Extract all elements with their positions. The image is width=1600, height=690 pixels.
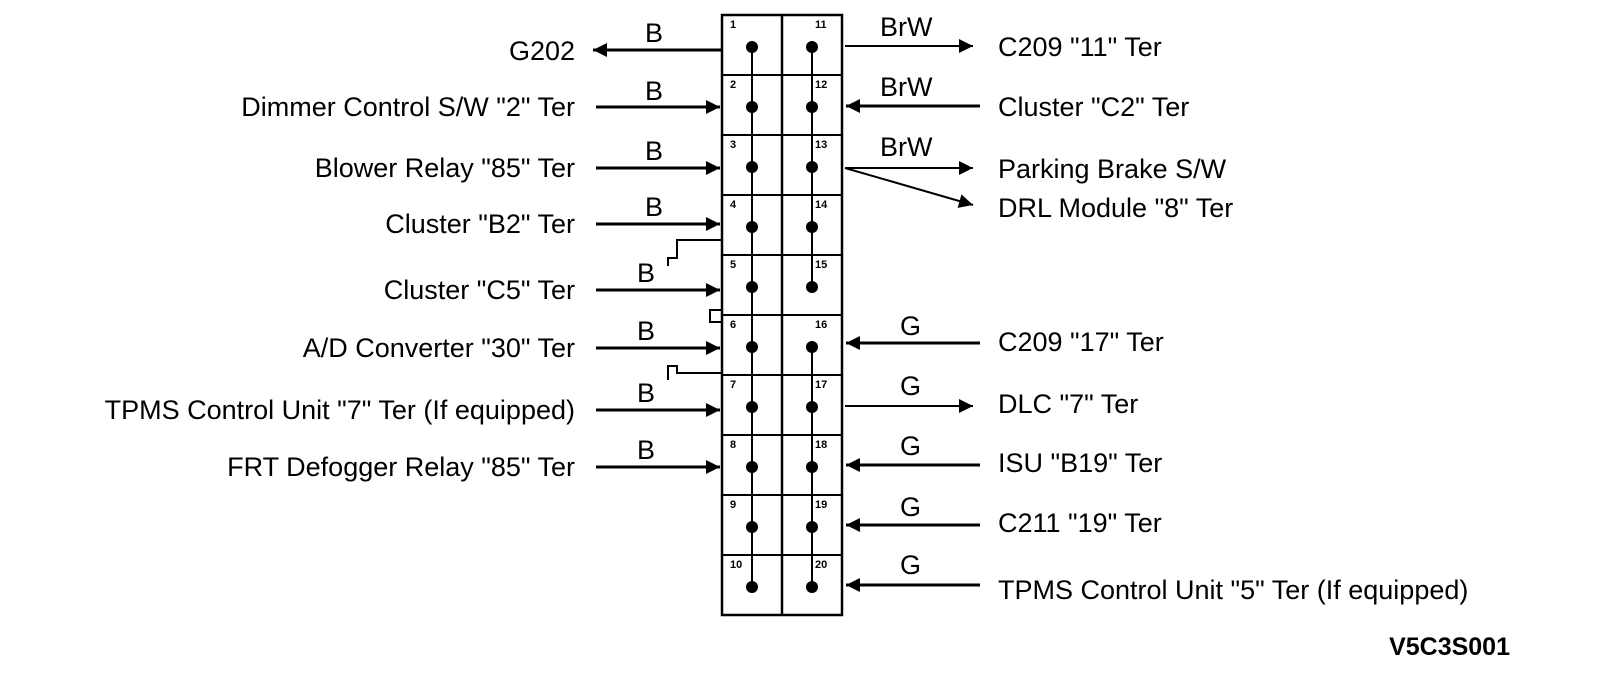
- wire-color-label: B: [637, 316, 655, 346]
- wire-color-label: B: [645, 192, 663, 222]
- right-pin-dot: [806, 221, 818, 233]
- left-pin-dot: [746, 521, 758, 533]
- left-pin-dot: [746, 221, 758, 233]
- right-pin-number: 16: [815, 319, 827, 331]
- left-pin-dot: [746, 161, 758, 173]
- wire-color-label: G: [900, 311, 921, 341]
- left-connection-label: FRT Defogger Relay "85" Ter: [227, 452, 575, 482]
- wire-color-label: B: [637, 435, 655, 465]
- left-pin-number: 7: [730, 379, 736, 391]
- wire-color-label: B: [645, 76, 663, 106]
- left-connection-label: Blower Relay "85" Ter: [315, 153, 575, 183]
- right-pin-number: 14: [815, 199, 828, 211]
- wire-color-label: BrW: [880, 132, 933, 162]
- right-pin-number: 20: [815, 559, 827, 571]
- right-pin-dot: [806, 341, 818, 353]
- right-pin-dot: [806, 161, 818, 173]
- wire-color-label: B: [637, 258, 655, 288]
- left-pin-dot: [746, 461, 758, 473]
- left-pin-number: 5: [730, 259, 736, 271]
- left-pin-number: 8: [730, 439, 736, 451]
- right-pin-number: 13: [815, 139, 827, 151]
- left-pin-dot: [746, 101, 758, 113]
- left-pin-number: 6: [730, 319, 736, 331]
- wire-arrow-drl-module: [844, 167, 974, 208]
- left-pin-number: 9: [730, 499, 736, 511]
- right-pin-number: 19: [815, 499, 827, 511]
- right-pin-number: 11: [815, 19, 827, 31]
- left-pin-number: 2: [730, 79, 736, 91]
- right-pin-dot: [806, 521, 818, 533]
- left-pin-dot: [746, 401, 758, 413]
- wire-color-label: BrW: [880, 72, 933, 102]
- right-pin-dot: [806, 281, 818, 293]
- left-pin-dot: [746, 281, 758, 293]
- left-pin-dot: [746, 341, 758, 353]
- diagram-code: V5C3S001: [1389, 633, 1510, 661]
- right-connection-label: C211 "19" Ter: [998, 508, 1162, 538]
- right-connection-label: TPMS Control Unit "5" Ter (If equipped): [998, 575, 1468, 605]
- wire-color-label: BrW: [880, 12, 933, 42]
- right-pin-dot: [806, 401, 818, 413]
- right-connection-label: Cluster "C2" Ter: [998, 92, 1189, 122]
- right-connection-label: Parking Brake S/W: [998, 154, 1227, 184]
- right-pin-number: 17: [815, 379, 827, 391]
- left-connection-label: Cluster "B2" Ter: [385, 209, 575, 239]
- left-pin-dot: [746, 41, 758, 53]
- right-pin-dot: [806, 581, 818, 593]
- left-pin-number: 10: [730, 559, 742, 571]
- left-connection-label: Cluster "C5" Ter: [384, 275, 575, 305]
- right-connection-label: DLC "7" Ter: [998, 389, 1138, 419]
- left-pin-number: 1: [730, 19, 736, 31]
- left-connection-label: Dimmer Control S/W "2" Ter: [241, 92, 575, 122]
- wire-color-label: B: [645, 136, 663, 166]
- label-g202: G202: [509, 36, 575, 66]
- right-pin-dot: [806, 41, 818, 53]
- right-connection-label: C209 "17" Ter: [998, 327, 1164, 357]
- left-pin-number: 4: [730, 199, 737, 211]
- left-pin-number: 3: [730, 139, 736, 151]
- jumper-brackets: [667, 239, 722, 380]
- wire-color-label: G: [900, 371, 921, 401]
- left-pin-dot: [746, 581, 758, 593]
- label-drl-module: DRL Module "8" Ter: [998, 193, 1233, 223]
- right-pin-number: 15: [815, 259, 827, 271]
- wire-color-label: G: [900, 431, 921, 461]
- wire-color-label: B: [637, 378, 655, 408]
- right-pin-number: 18: [815, 439, 827, 451]
- right-connection-label: C209 "11" Ter: [998, 32, 1162, 62]
- left-connection-label: TPMS Control Unit "7" Ter (If equipped): [105, 395, 575, 425]
- connector-block: [720, 13, 844, 617]
- right-pin-dot: [806, 101, 818, 113]
- wire-color-g202: B: [645, 18, 663, 48]
- wire-color-label: G: [900, 492, 921, 522]
- left-connection-label: A/D Converter "30" Ter: [303, 333, 575, 363]
- right-connection-label: ISU "B19" Ter: [998, 448, 1162, 478]
- wire-color-label: G: [900, 550, 921, 580]
- right-pin-number: 12: [815, 79, 827, 91]
- right-pin-dot: [806, 461, 818, 473]
